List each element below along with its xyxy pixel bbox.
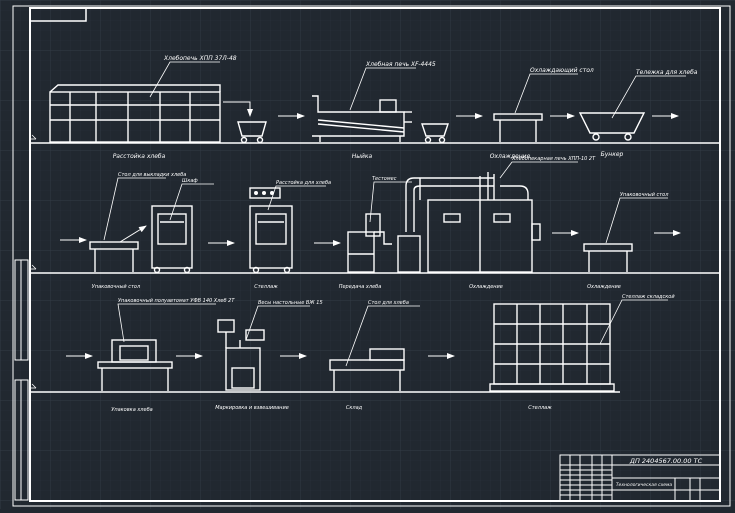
callout-r2-2: Шкаф xyxy=(182,178,198,184)
cart1-drawing xyxy=(237,121,267,144)
packaging-machine-drawing xyxy=(97,339,173,391)
station-r2-3: Передача хлеба xyxy=(339,284,382,290)
dough-mixer-drawing xyxy=(347,213,421,273)
oven-drawing xyxy=(312,95,412,142)
storage-rack-drawing xyxy=(489,303,615,392)
row2-equipment xyxy=(30,172,720,274)
callout-r2-1: Стол для выкладки хлеба xyxy=(118,172,186,178)
callout-r2-5: Хлебопекарная печь XПП-10 2Т xyxy=(511,156,596,162)
title-block-label: Технологическая схема xyxy=(616,482,673,488)
station-r3-3: Склад xyxy=(346,405,363,411)
station-r3-1: Упаковка хлеба xyxy=(111,407,152,413)
callout-r2-3: Расстойка для хлеба xyxy=(276,180,331,186)
row1-leaders xyxy=(149,61,686,119)
row1-flow-arrows xyxy=(223,101,679,119)
row2-level-mark xyxy=(30,264,37,270)
storage-table-drawing xyxy=(329,348,405,391)
station-r3-4: Стеллаж xyxy=(528,405,552,411)
top-left-stamp xyxy=(29,7,87,22)
proofing-cabinet-drawing xyxy=(49,84,221,143)
station-r3-2: Маркировка и взвешивание xyxy=(215,405,289,411)
callout-r3-2: Весы настольные ВЖ 15 xyxy=(258,300,323,306)
callout-r3-4: Стеллаж складской xyxy=(622,294,675,300)
callout-r1-3: Охлаждающий стол xyxy=(530,67,594,74)
callout-r3-3: Стол для хлеба xyxy=(368,300,409,306)
packing-table2-drawing xyxy=(583,243,633,272)
station-r2-2: Стеллаж xyxy=(254,284,278,290)
packing-table-drawing xyxy=(89,241,139,272)
callout-r1-1: Хлебопечь XПП 37Л-48 xyxy=(163,55,237,62)
callout-r1-2: Хлебная печь XF-4445 xyxy=(365,61,436,68)
sheet-inner-frame xyxy=(29,7,721,502)
proofer-drawing xyxy=(249,187,293,274)
station-r1-4: Бункер xyxy=(601,151,624,158)
callout-r3-1: Упаковочный полуавтомат УФВ 140 Хлеб 2Т xyxy=(118,298,235,304)
station-r2-1: Упаковочный стол xyxy=(92,284,141,290)
callout-r2-4: Тестомес xyxy=(372,176,397,182)
title-block-code: ДП 2404567.00.00 ТС xyxy=(629,457,703,465)
station-r1-2: Ныйка xyxy=(352,153,373,160)
callout-r2-6: Упаковочный стол xyxy=(620,192,669,198)
title-block xyxy=(559,454,721,502)
row3-level-mark xyxy=(30,383,37,389)
station-r2-4: Охлаждение xyxy=(469,284,503,290)
station-r1-3: Охлаждение xyxy=(490,153,531,160)
row1-equipment xyxy=(30,84,720,144)
big-oven-drawing xyxy=(405,172,541,273)
cooling-table-drawing xyxy=(493,113,543,142)
row3-equipment xyxy=(30,303,620,393)
bunker-trolley-drawing xyxy=(578,112,646,141)
station-r1-1: Расстойка хлеба xyxy=(113,153,166,160)
left-margin-stamps xyxy=(14,259,29,501)
station-r2-5: Охлаждение xyxy=(587,284,621,290)
proofer-dials xyxy=(254,191,274,195)
row1-level-mark xyxy=(30,134,37,140)
callout-r1-4: Тележка для хлеба xyxy=(636,69,698,76)
row2-flow-arrows xyxy=(60,225,681,246)
row2-leaders xyxy=(103,161,668,244)
scale-station-drawing xyxy=(217,319,265,391)
cart2-drawing xyxy=(421,123,449,144)
row3-leaders xyxy=(117,299,668,367)
sheet-outer-frame xyxy=(12,5,731,507)
